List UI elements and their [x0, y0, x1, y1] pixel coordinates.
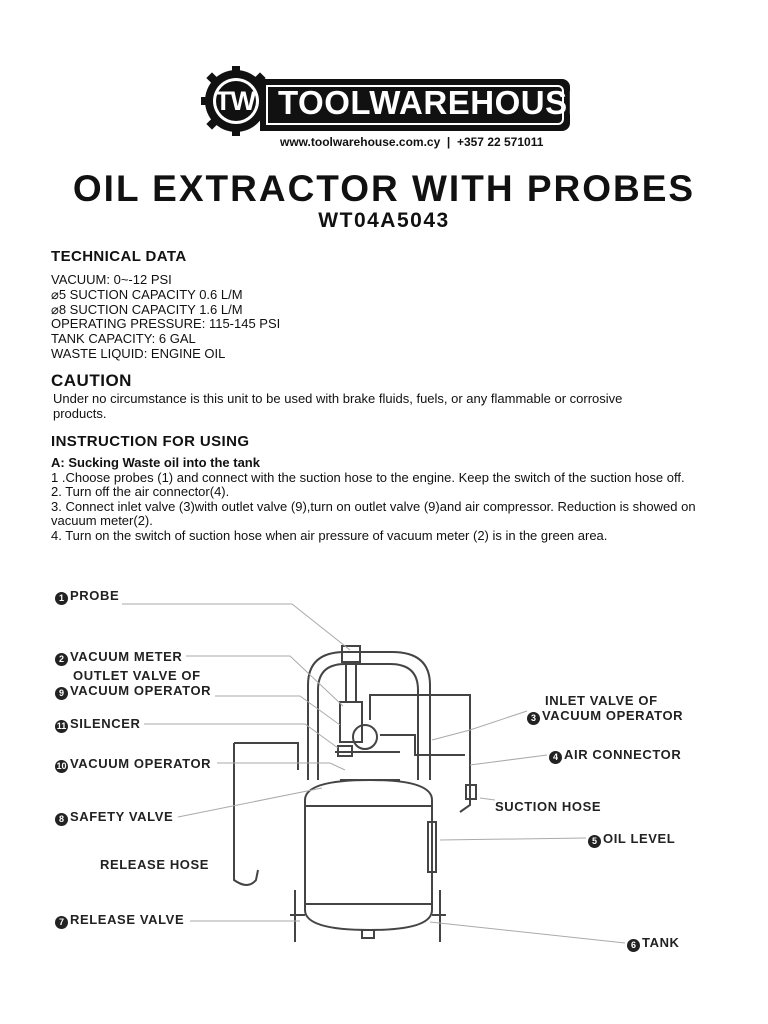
instructions-body: A: Sucking Waste oil into the tank 1 .Ch… [51, 455, 731, 544]
label-release-hose: RELEASE HOSE [100, 857, 210, 872]
spec-line: ⌀5 SUCTION CAPACITY 0.6 L/M [51, 286, 243, 302]
spec-line: WASTE LIQUID: ENGINE OIL [51, 345, 226, 361]
instructions-subheading: A: Sucking Waste oil into the tank [51, 455, 260, 470]
technical-data-list: VACUUM: 0~-12 PSI ⌀5 SUCTION CAPACITY 0.… [51, 272, 281, 362]
logo-banner [260, 79, 570, 131]
spec-line: VACUUM: 0~-12 PSI [51, 272, 172, 287]
instruction-step: 4. Turn on the switch of suction hose wh… [51, 527, 608, 543]
contact-line: www.toolwarehouse.com.cy | +357 22 57101… [280, 135, 544, 149]
caution-text: Under no circumstance is this unit to be… [53, 391, 623, 421]
brand-logo: TW TOOLWAREHOUSE [198, 66, 590, 136]
label-outlet-valve-line1: OUTLET VALVE OF [73, 668, 201, 683]
document-title: OIL EXTRACTOR WITH PROBES [72, 168, 696, 209]
caution-heading: CAUTION [51, 371, 132, 390]
label-suction-hose: SUCTION HOSE [495, 799, 602, 814]
logo-banner-border [266, 85, 564, 125]
spec-line: ⌀8 SUCTION CAPACITY 1.6 L/M [51, 301, 243, 317]
brand-name: TOOLWAREHOUSE [278, 84, 591, 121]
oil-extractor-diagram [122, 603, 626, 944]
spec-line: OPERATING PRESSURE: 115-145 PSI [51, 316, 281, 332]
instructions-heading: INSTRUCTION FOR USING [51, 433, 250, 450]
model-number: WT04A5043 [318, 209, 450, 232]
gear-logo-icon [201, 66, 267, 136]
technical-data-heading: TECHNICAL DATA [51, 248, 187, 265]
logo-letters: TW [215, 86, 256, 116]
instruction-step: 2. Turn off the air connector(4). [51, 484, 230, 500]
label-inlet-valve-line1: INLET VALVE OF [545, 693, 658, 708]
instruction-step: 3. Connect inlet valve (3)with outlet va… [51, 498, 696, 529]
spec-line: TANK CAPACITY: 6 GAL [51, 331, 196, 347]
instruction-step: 1 .Choose probes (1) and connect with th… [51, 469, 685, 485]
